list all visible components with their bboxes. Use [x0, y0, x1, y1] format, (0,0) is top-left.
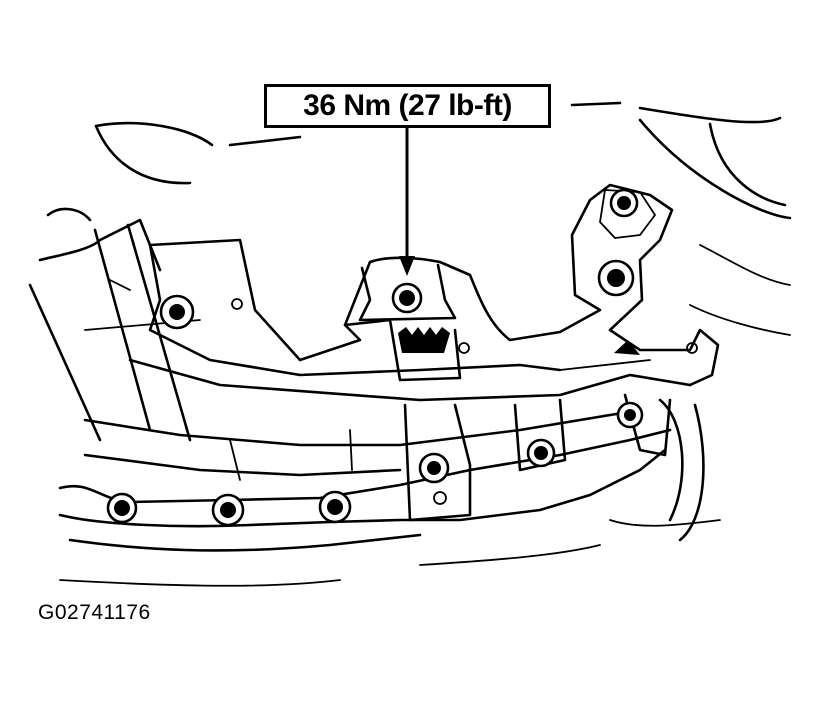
- bolt-rail-4: [418, 452, 450, 484]
- torque-spec-label: 36 Nm (27 lb-ft): [303, 89, 512, 122]
- bolt-group: [106, 188, 644, 527]
- center-mount-block: [343, 263, 462, 382]
- bolt-rail-1: [106, 492, 138, 524]
- bolt-left-upper: [159, 294, 195, 330]
- callout-leader-arrow: [399, 128, 415, 276]
- bolt-rail-3: [318, 490, 352, 524]
- bolt-rail-6: [616, 401, 644, 429]
- background-outlines: [94, 101, 792, 336]
- bolt-right-upper: [597, 259, 635, 297]
- bolt-rail-2: [211, 493, 245, 527]
- torque-callout-box: 36 Nm (27 lb-ft): [264, 84, 551, 128]
- figure-id: G02741176: [38, 601, 151, 624]
- mount-bracket: [128, 183, 720, 402]
- bolt-center-torque: [391, 282, 423, 314]
- bolt-rail-5: [526, 438, 556, 468]
- bolt-top-right: [609, 188, 639, 218]
- left-support-column: [28, 207, 201, 442]
